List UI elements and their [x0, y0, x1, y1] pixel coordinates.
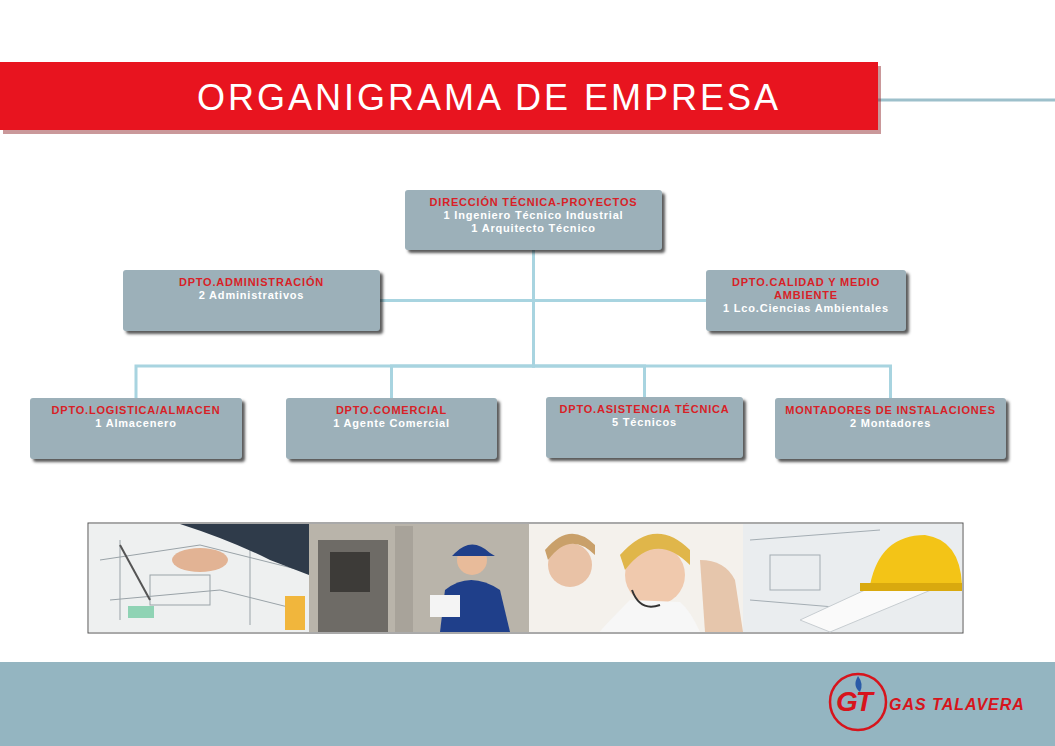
footer-band	[0, 662, 1055, 746]
department-box: DPTO.COMERCIAL1 Agente Comercial	[286, 398, 497, 459]
staff-count: 1 Almacenero	[36, 417, 236, 430]
department-box: DPTO.ASISTENCIA TÉCNICA5 Técnicos	[546, 397, 743, 458]
department-box: DPTO.CALIDAD Y MEDIO AMBIENTE1 Lco.Cienc…	[706, 270, 906, 331]
org-connector	[392, 250, 534, 398]
department-box: DIRECCIÓN TÉCNICA-PROYECTOS1 Ingeniero T…	[405, 190, 662, 250]
department-name: DPTO.COMERCIAL	[292, 404, 491, 417]
department-box: MONTADORES DE INSTALACIONES2 Montadores	[775, 398, 1006, 459]
department-name: MONTADORES DE INSTALACIONES	[781, 404, 1000, 417]
staff-count: 1 Agente Comercial	[292, 417, 491, 430]
org-connector	[534, 250, 645, 397]
logo-mark	[830, 674, 886, 730]
org-connector	[380, 250, 534, 301]
department-name: DPTO.CALIDAD Y MEDIO AMBIENTE	[712, 276, 900, 302]
department-name: DPTO.ADMINISTRACIÓN	[129, 276, 374, 289]
department-name: DIRECCIÓN TÉCNICA-PROYECTOS	[411, 196, 656, 209]
staff-count: 2 Administrativos	[129, 289, 374, 302]
staff-count: 2 Montadores	[781, 417, 1000, 430]
title-band	[0, 62, 878, 130]
logo-letters: GT	[836, 686, 871, 718]
staff-count: 1 Lco.Ciencias Ambientales	[712, 302, 900, 315]
staff-count: 1 Ingeniero Técnico Industrial	[411, 209, 656, 222]
department-name: DPTO.ASISTENCIA TÉCNICA	[552, 403, 737, 416]
department-box: DPTO.ADMINISTRACIÓN2 Administrativos	[123, 270, 380, 331]
department-name: DPTO.LOGISTICA/ALMACEN	[36, 404, 236, 417]
department-box: DPTO.LOGISTICA/ALMACEN1 Almacenero	[30, 398, 242, 459]
org-connector	[534, 250, 707, 301]
photo-strip	[88, 523, 963, 633]
logo-name: GAS TALAVERA	[889, 696, 1025, 714]
header-rule	[875, 99, 1055, 102]
staff-count: 1 Arquitecto Técnico	[411, 222, 656, 235]
staff-count: 5 Técnicos	[552, 416, 737, 429]
page-title: ORGANIGRAMA DE EMPRESA	[197, 76, 781, 120]
